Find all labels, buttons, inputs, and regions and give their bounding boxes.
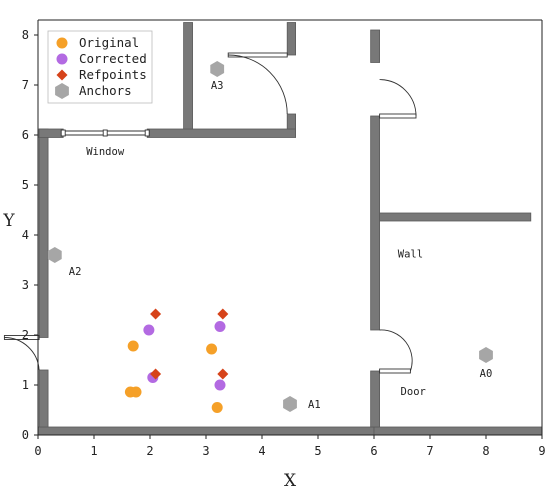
y-tick-label: 7 (22, 78, 29, 92)
wall-left-lower (38, 369, 49, 428)
wall-vertical-upper-right-upper (286, 22, 297, 56)
y-tick-label: 5 (22, 178, 29, 192)
legend-label-corrected: Corrected (79, 51, 147, 66)
x-tick-label: 0 (34, 444, 41, 458)
wall-top-middle (146, 128, 296, 138)
y-tick-label: 3 (22, 278, 29, 292)
wall-center-middle (370, 115, 381, 331)
wall-left-upper (38, 128, 49, 338)
refpoints-point (217, 368, 229, 380)
original-point (130, 386, 142, 398)
window-frame-left (60, 129, 66, 137)
legend-marker-original (56, 37, 68, 49)
door-top-leaf (227, 52, 288, 58)
anchor-label: A0 (480, 368, 493, 380)
x-tick-label: 3 (202, 444, 209, 458)
y-tick-label: 0 (22, 428, 29, 442)
door-lower-center-arc (379, 329, 413, 372)
x-axis-title: X (284, 471, 297, 491)
door-lower-center-leaf (379, 368, 411, 374)
anchor-label: A2 (69, 266, 82, 278)
wall-right-partition (379, 212, 532, 222)
door-label: Door (401, 386, 426, 398)
x-tick-label: 2 (146, 444, 153, 458)
x-tick-label: 5 (314, 444, 321, 458)
y-tick-label: 4 (22, 228, 29, 242)
original-point (127, 340, 139, 352)
anchors-point (47, 247, 62, 263)
wall-bottom-right (373, 426, 543, 436)
anchors-point (479, 347, 493, 363)
wall-vertical-upper-right-lower (286, 113, 297, 130)
legend-label-original: Original (79, 35, 139, 50)
wall-bottom-left (37, 426, 375, 436)
x-tick-label: 1 (90, 444, 97, 458)
legend-marker-corrected (56, 53, 68, 65)
legend-label-anchors: Anchors (79, 83, 132, 98)
refpoints-point (150, 308, 162, 320)
anchor-label: A3 (211, 80, 224, 92)
wall-top-left-stub (38, 128, 64, 138)
legend-marker-refpoints (56, 69, 68, 81)
x-tick-label: 9 (538, 444, 545, 458)
wall-label: Wall (398, 249, 423, 261)
original-point (206, 343, 218, 355)
legend-label-refpoints: Refpoints (79, 67, 147, 82)
x-tick-label: 7 (426, 444, 433, 458)
x-tick-label: 4 (258, 444, 265, 458)
door-left-arc (4, 337, 40, 371)
y-axis-title: Y (2, 211, 15, 231)
y-tick-label: 1 (22, 378, 29, 392)
corrected-point (143, 324, 155, 336)
anchors-point (210, 61, 225, 77)
x-tick-label: 6 (370, 444, 377, 458)
y-tick-label: 6 (22, 128, 29, 142)
wall-center-upper (370, 29, 381, 63)
window-frame-middle (102, 129, 108, 137)
door-upper-center-leaf (379, 113, 417, 119)
y-tick-label: 8 (22, 28, 29, 42)
door-top-arc (228, 54, 288, 115)
anchors-point (283, 396, 297, 412)
corrected-point (214, 321, 226, 332)
legend-marker-anchors (55, 83, 69, 99)
wall-vertical-upper-left (183, 22, 193, 130)
window-label: Window (86, 146, 125, 158)
original-point (211, 402, 223, 413)
x-tick-label: 8 (482, 444, 489, 458)
refpoints-point (150, 368, 162, 380)
corrected-point (214, 379, 226, 391)
refpoints-point (217, 308, 229, 320)
anchor-label: A1 (308, 399, 321, 411)
wall-center-lower (370, 370, 381, 428)
window-frame-right (144, 129, 150, 137)
door-upper-center-arc (379, 79, 417, 117)
y-tick-label: 2 (22, 328, 29, 342)
